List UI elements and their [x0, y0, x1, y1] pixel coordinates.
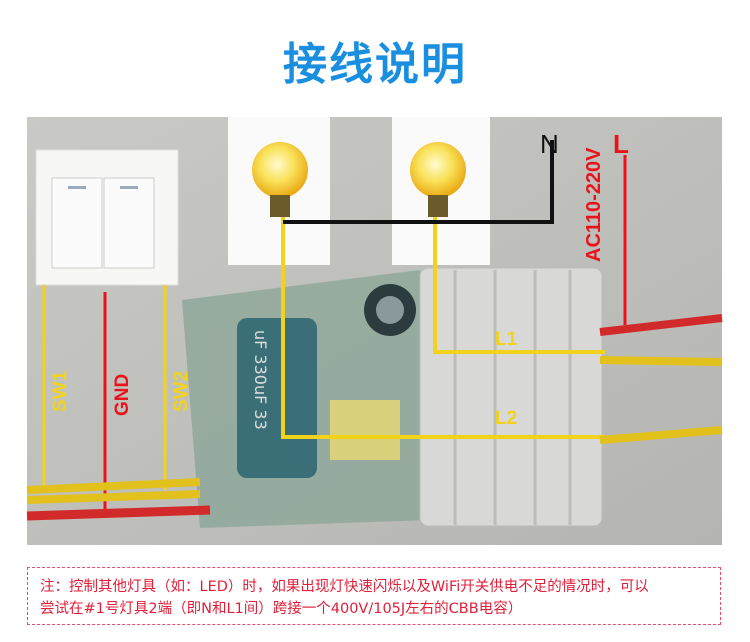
label-voltage: AC110-220V: [583, 147, 605, 262]
label-l2: L2: [495, 408, 517, 429]
note-line-1: 注：控制其他灯具（如：LED）时，如果出现灯快速闪烁以及WiFi开关供电不足的情…: [40, 579, 649, 595]
wiring-note: 注：控制其他灯具（如：LED）时，如果出现灯快速闪烁以及WiFi开关供电不足的情…: [27, 567, 721, 625]
label-sw2: SW2: [171, 371, 192, 412]
label-l: L: [613, 129, 629, 159]
label-n: N: [540, 129, 559, 159]
smart-switch-module: uF 330uF 33: [182, 267, 603, 528]
label-sw1: SW1: [50, 370, 71, 412]
note-line-2: 尝试在#1号灯具2端（即N和L1间）跨接一个400V/105J左右的CBB电容）: [40, 601, 523, 617]
wall-switch: [35, 149, 179, 286]
capacitor-print: uF 330uF 33: [251, 330, 270, 430]
wires: [26, 140, 723, 521]
light-bulb-1-icon: [252, 142, 308, 217]
page-title: 接线说明: [283, 39, 467, 90]
label-l1: L1: [495, 329, 518, 350]
label-gnd: GND: [112, 374, 133, 416]
light-bulb-2-icon: [410, 142, 466, 217]
